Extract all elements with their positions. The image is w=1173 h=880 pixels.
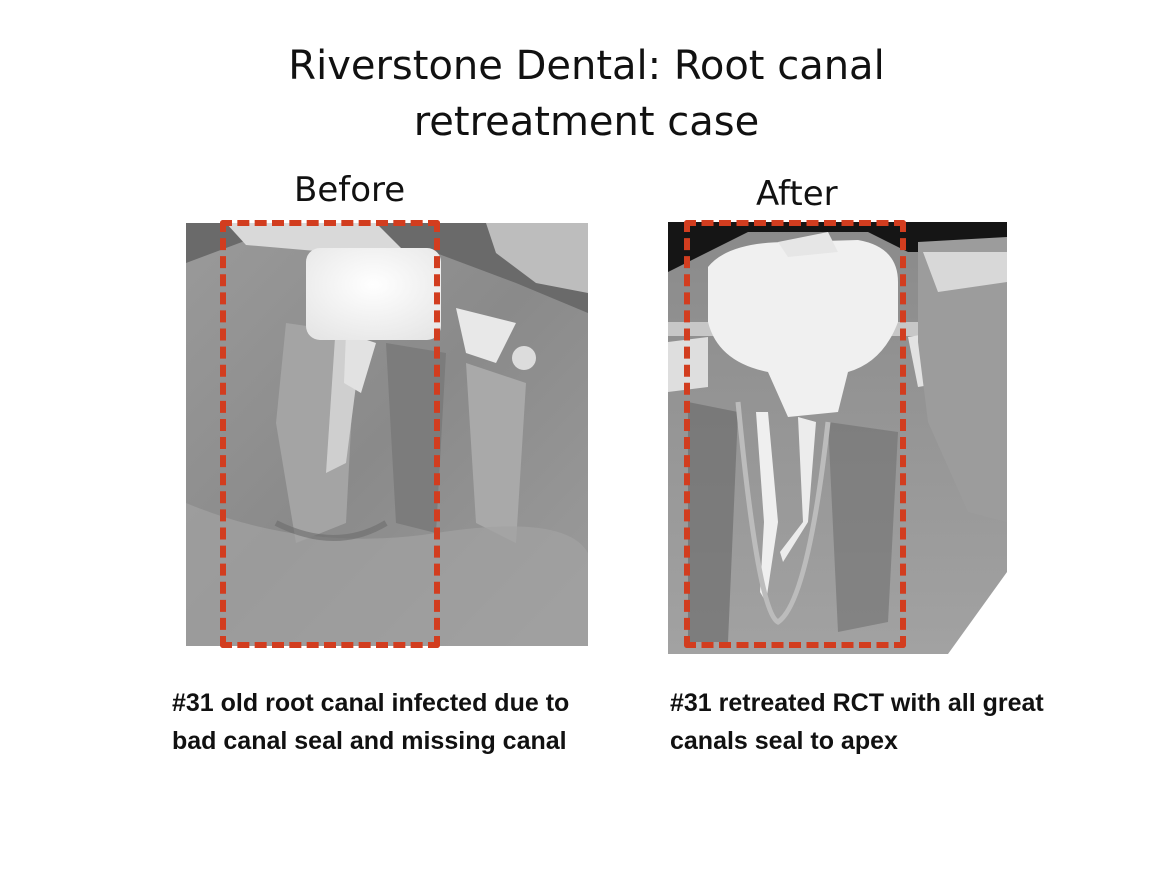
before-caption-line-2: bad canal seal and missing canal — [172, 727, 567, 755]
after-xray-image — [668, 222, 1007, 654]
before-xray-image — [186, 223, 588, 646]
after-caption: #31 retreated RCT with all great canals … — [670, 684, 1044, 760]
after-highlight-box — [684, 220, 906, 648]
slide-title-line-1: Riverstone Dental: Root canal — [288, 43, 885, 89]
before-caption-line-1: #31 old root canal infected due to — [172, 689, 570, 717]
after-caption-line-1: #31 retreated RCT with all great — [670, 689, 1044, 717]
before-label: Before — [294, 170, 406, 210]
after-label: After — [756, 174, 838, 214]
after-caption-line-2: canals seal to apex — [670, 727, 898, 755]
before-caption: #31 old root canal infected due to bad c… — [172, 684, 569, 760]
slide-title: Riverstone Dental: Root canal retreatmen… — [0, 38, 1173, 150]
slide-title-line-2: retreatment case — [413, 99, 760, 145]
before-highlight-box — [220, 220, 440, 648]
